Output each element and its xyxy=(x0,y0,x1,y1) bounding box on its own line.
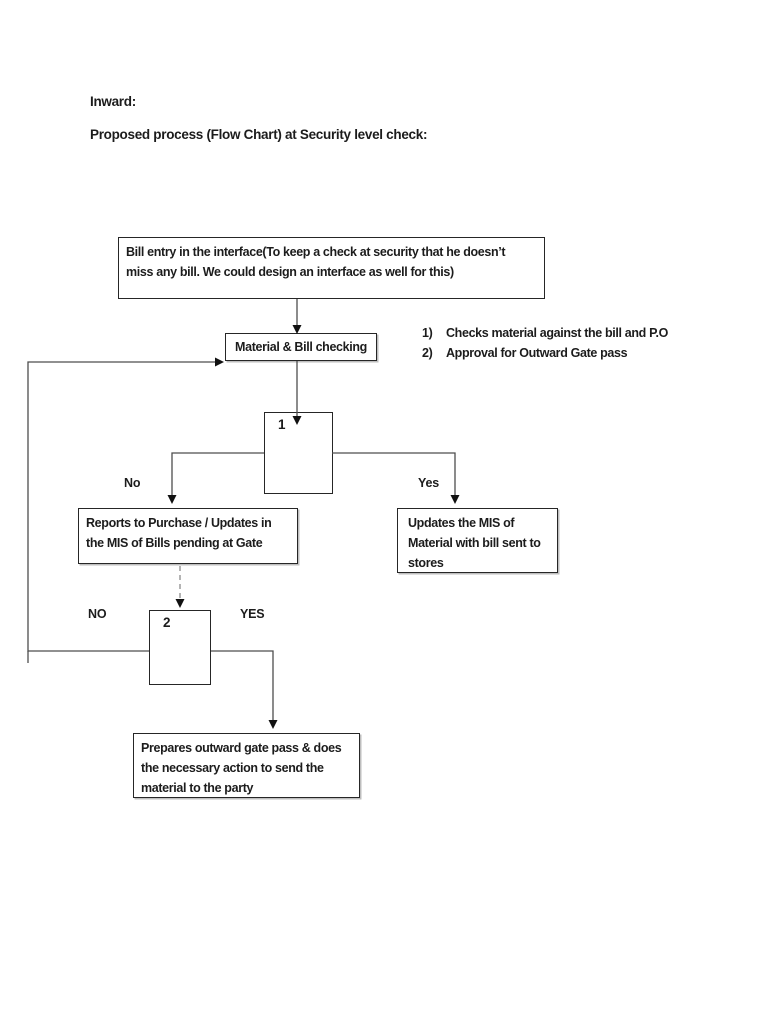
connector-decision2-to-prepares xyxy=(211,650,274,721)
flow-node-prepares-line2: the necessary action to send the xyxy=(141,761,324,775)
flow-node-prepares-gate-pass: Prepares outward gate pass & does the ne… xyxy=(133,733,360,798)
side-note-item-text: Approval for Outward Gate pass xyxy=(446,346,628,360)
flow-node-reports-to-purchase: Reports to Purchase / Updates in the MIS… xyxy=(78,508,298,564)
flow-node-bill-entry-line2: miss any bill. We could design an interf… xyxy=(126,265,454,279)
side-note-item: 2) Approval for Outward Gate pass xyxy=(422,343,668,363)
flow-node-prepares-line1: Prepares outward gate pass & does xyxy=(141,741,342,755)
connector-decision2-feedback-loop xyxy=(27,361,220,652)
flow-node-reports-line1: Reports to Purchase / Updates in xyxy=(86,516,272,530)
flow-node-prepares-line3: material to the party xyxy=(141,781,254,795)
side-note-item-number: 2) xyxy=(422,346,433,360)
flow-node-decision-2: 2 xyxy=(149,610,211,685)
section-heading-inward: Inward: xyxy=(90,94,136,109)
side-note-item-text: Checks material against the bill and P.O xyxy=(446,326,668,340)
side-note-item: 1) Checks material against the bill and … xyxy=(422,323,668,343)
flow-node-bill-entry-line1: Bill entry in the interface(To keep a ch… xyxy=(126,245,506,259)
flow-node-decision-1-number: 1 xyxy=(278,417,286,432)
connector-decision1-yes-branch xyxy=(332,452,456,497)
flow-node-decision-2-number: 2 xyxy=(163,615,171,630)
flow-node-updates-mis-line2: Material with bill sent to xyxy=(408,536,541,550)
flow-node-material-bill-checking-label: Material & Bill checking xyxy=(235,340,367,354)
flow-node-decision-1: 1 xyxy=(264,412,333,494)
flow-node-material-bill-checking: Material & Bill checking xyxy=(225,333,377,361)
connector-decision1-no-branch xyxy=(171,452,264,497)
branch-label-yes-1: Yes xyxy=(418,476,439,490)
branch-label-yes-2: YES xyxy=(240,607,265,621)
flow-node-updates-mis-line1: Updates the MIS of xyxy=(408,516,515,530)
flow-node-updates-mis: Updates the MIS of Material with bill se… xyxy=(397,508,558,573)
branch-label-no-2: NO xyxy=(88,607,107,621)
arrowhead-into-decision2 xyxy=(175,599,185,608)
section-heading-proposed-process: Proposed process (Flow Chart) at Securit… xyxy=(90,127,428,142)
arrowhead-into-prepares xyxy=(268,720,278,729)
side-note-item-number: 1) xyxy=(422,326,433,340)
arrowhead-no-branch xyxy=(167,495,177,504)
side-note-list: 1) Checks material against the bill and … xyxy=(422,323,668,363)
arrowhead-yes-branch xyxy=(450,495,460,504)
flow-node-updates-mis-line3: stores xyxy=(408,556,444,570)
flow-node-reports-line2: the MIS of Bills pending at Gate xyxy=(86,536,263,550)
flow-node-bill-entry: Bill entry in the interface(To keep a ch… xyxy=(118,237,545,299)
arrowhead-feedback-into-material xyxy=(215,357,224,367)
branch-label-no-1: No xyxy=(124,476,141,490)
